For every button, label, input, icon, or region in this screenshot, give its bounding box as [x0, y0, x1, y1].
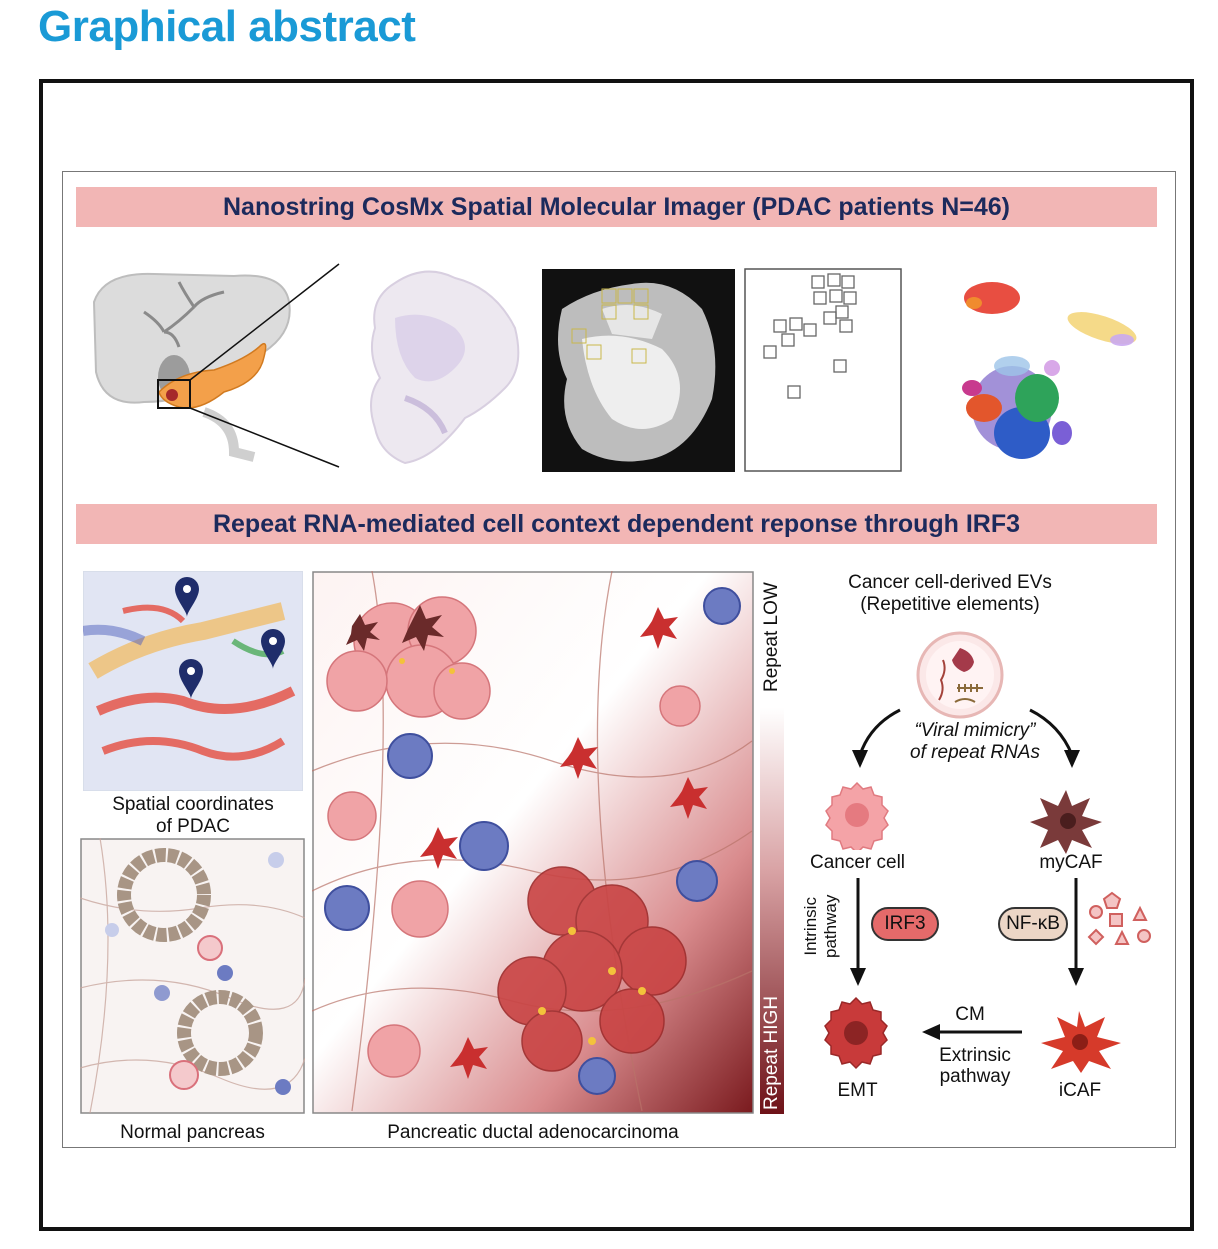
- repeat-low-label: Repeat LOW: [761, 582, 782, 692]
- outer-frame: [39, 79, 1194, 1231]
- spatial-coordinates-map: [83, 571, 303, 791]
- normal-pancreas-label: Normal pancreas: [120, 1122, 265, 1143]
- emt-cell-icon: [824, 996, 888, 1070]
- cancer-cell-label: Cancer cell: [809, 852, 906, 873]
- ev-vesicle-icon: [916, 631, 1004, 719]
- pathway-arrows: [850, 708, 1084, 1040]
- cm-label: CM: [955, 1004, 985, 1025]
- fluorescence-fov-image: [542, 269, 735, 472]
- cancer-cell-icon: [825, 781, 889, 850]
- irf3-badge: IRF3: [871, 907, 939, 941]
- pdac-label: Pancreatic ductal adenocarcinoma: [387, 1122, 679, 1143]
- mycaf-label: myCAF: [1039, 852, 1103, 873]
- nfkb-badge: NF-κB: [998, 907, 1068, 941]
- repeat-high-label: Repeat HIGH: [761, 995, 782, 1110]
- fov-layout-map: [744, 268, 902, 472]
- extrinsic-pathway-label: Extrinsic pathway: [939, 1045, 1011, 1087]
- icaf-label: iCAF: [1058, 1080, 1102, 1101]
- tissue-section-he: [370, 270, 520, 465]
- icaf-cell-icon: [1041, 1011, 1121, 1073]
- normal-pancreas-illustration: [80, 838, 305, 1114]
- repeat-gradient-bar: [760, 572, 784, 1114]
- pdac-illustration: [312, 571, 754, 1114]
- ev-title: Cancer cell-derived EVs (Repetitive elem…: [848, 572, 1052, 615]
- intrinsic-pathway-label: Intrinsic pathway: [801, 894, 840, 958]
- banner-repeat-rna: Repeat RNA-mediated cell context depende…: [76, 504, 1157, 544]
- spatial-coordinates-label: Spatial coordinates of PDAC: [112, 794, 274, 837]
- inner-frame: [62, 171, 1176, 1148]
- cytokine-shapes-icon: [1087, 891, 1151, 946]
- banner-cosmx: Nanostring CosMx Spatial Molecular Image…: [76, 187, 1157, 227]
- page-title: Graphical abstract: [38, 2, 416, 51]
- liver-pancreas-illustration: [92, 263, 340, 468]
- viral-mimicry-label: “Viral mimicry” of repeat RNAs: [910, 720, 1040, 763]
- mycaf-cell-icon: [1030, 790, 1102, 854]
- emt-label: EMT: [837, 1080, 878, 1101]
- umap-cluster-plot: [962, 282, 1137, 459]
